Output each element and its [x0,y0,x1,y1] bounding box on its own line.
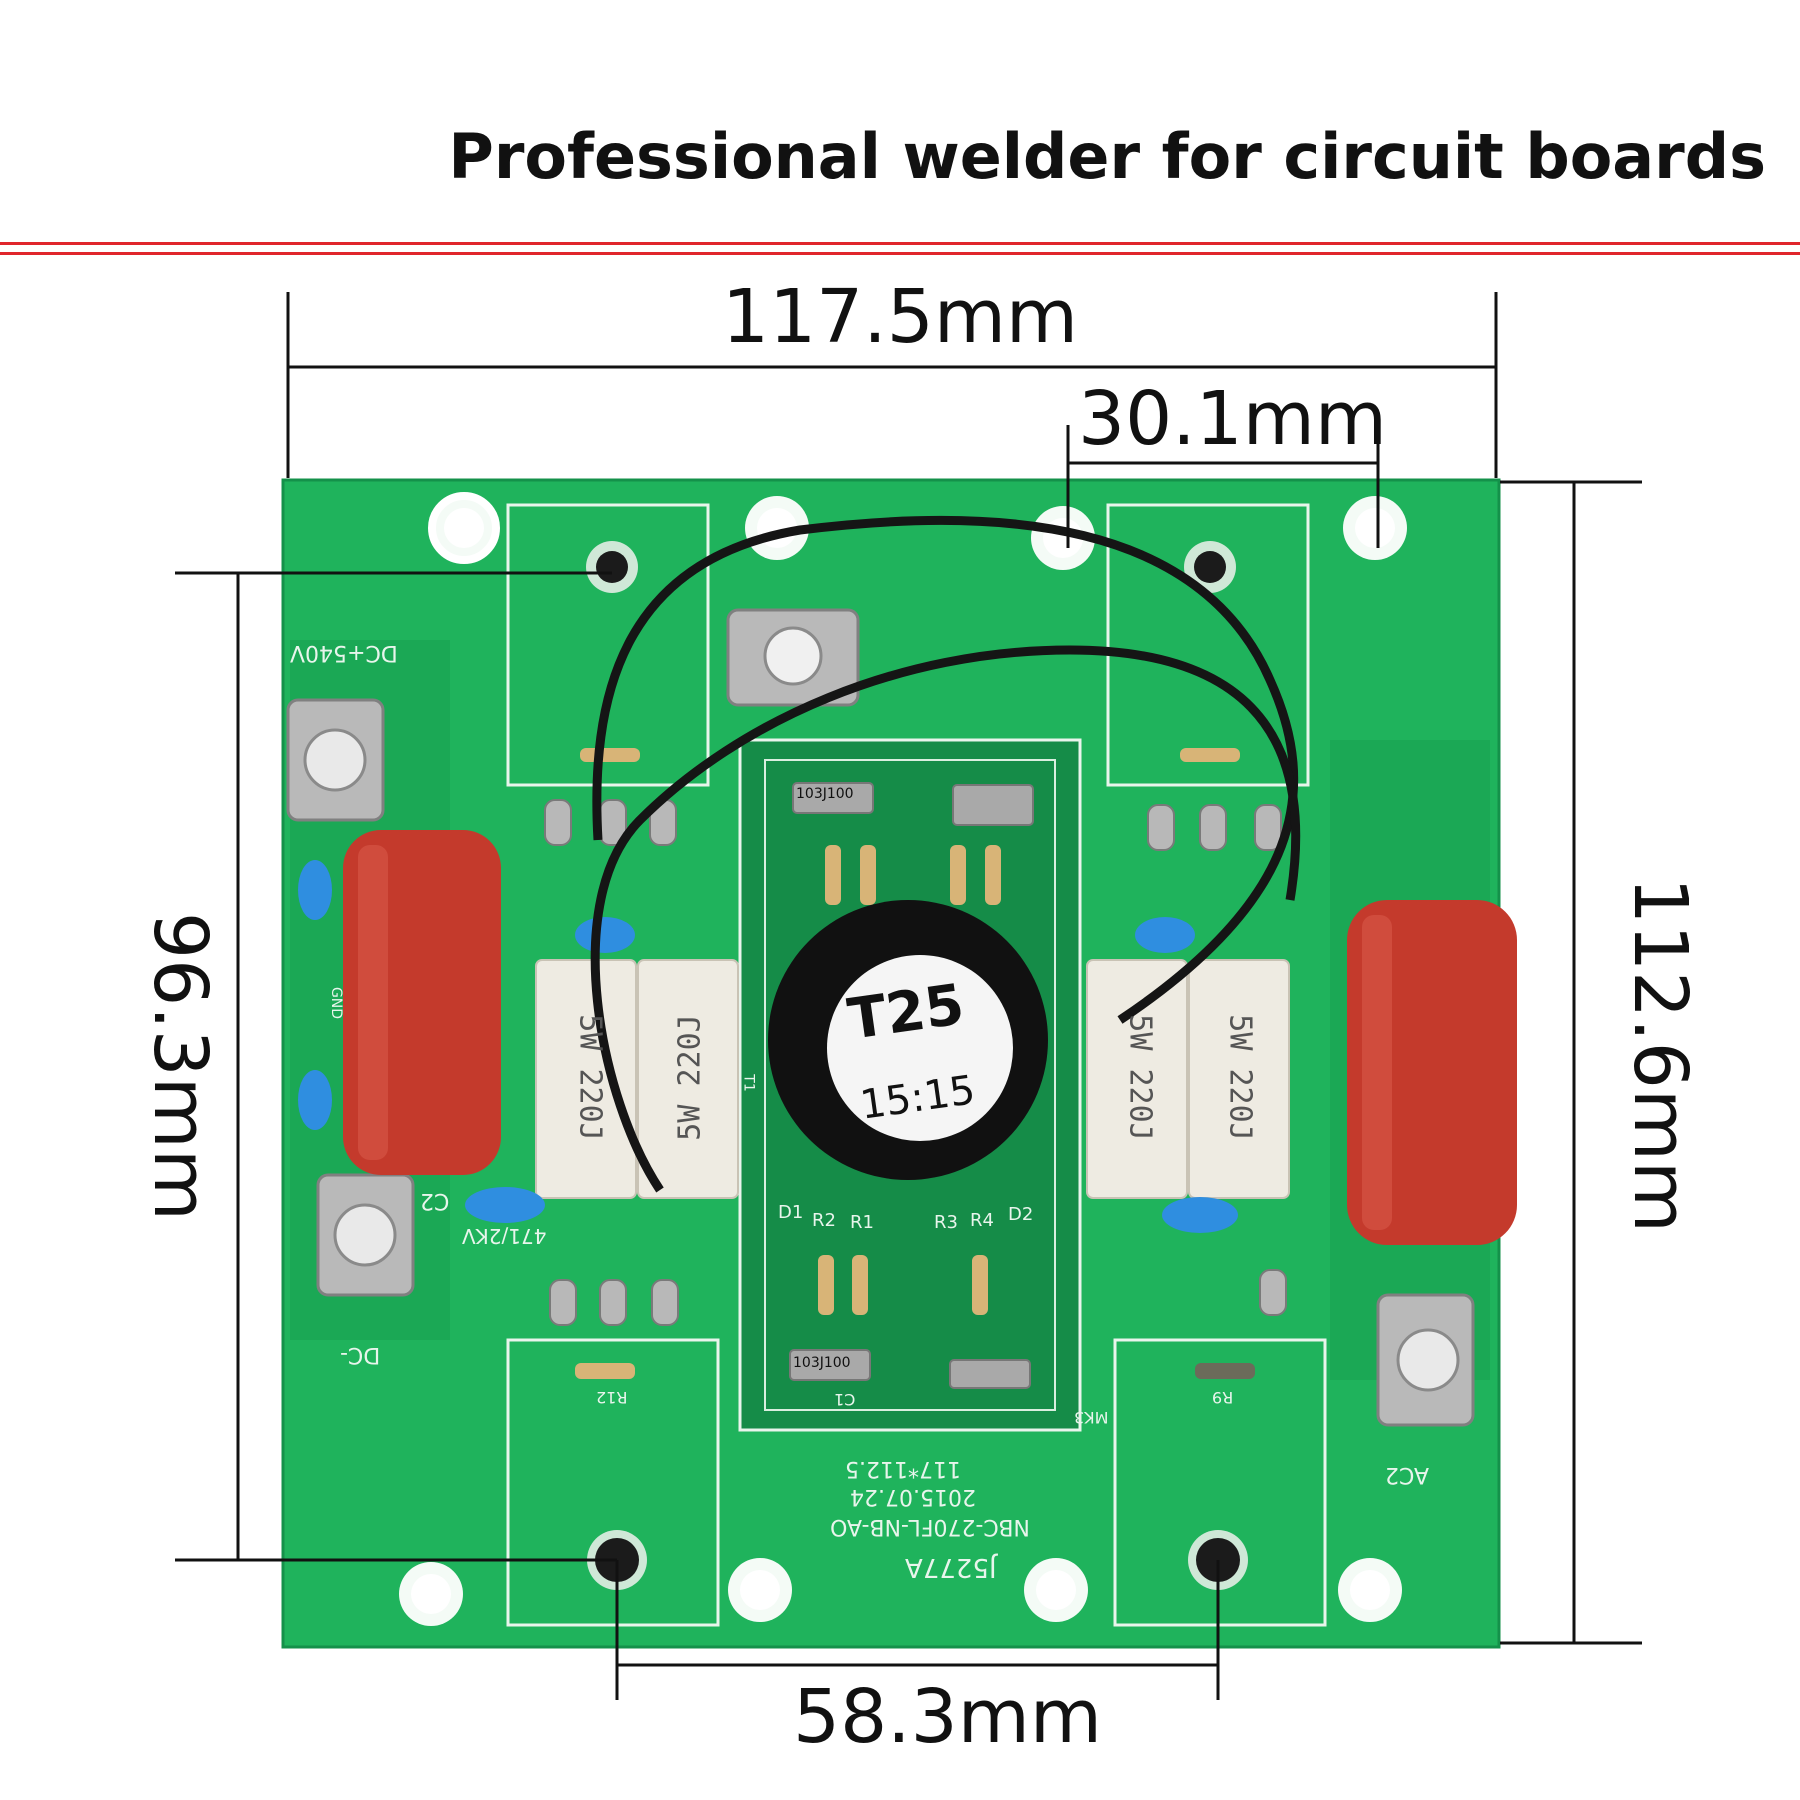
dimension-hole-spacing-top: 30.1mm [1078,376,1387,462]
red-divider-line [0,242,1800,245]
power-resistors [535,959,1290,1199]
wire-loop [592,515,1299,1024]
dimension-height-total: 112.6mm [1617,877,1703,1234]
transistors [544,799,1287,1326]
silk-r3: R3 [934,1212,958,1233]
mounting-holes [399,492,1407,1626]
toroid-transformer [768,900,1048,1180]
axial-resistors [575,748,1255,1379]
dimension-width-total: 117.5mm [722,274,1079,360]
silk-r1: R1 [850,1212,874,1233]
cap-code-2: 103J100 [793,1355,851,1371]
film-capacitors [789,782,1034,1389]
silk-r2: R2 [812,1210,836,1231]
wire-loop-2 [590,645,1301,1193]
cap-code-1: 103J100 [796,786,854,802]
headline: Professional welder for circuit boards [448,120,1766,193]
red-divider-line-2 [0,252,1800,255]
red-capacitors [343,830,1517,1245]
screw-terminals [286,608,1475,1427]
dimension-height-left: 96.3mm [137,912,223,1221]
dimension-hole-spacing-bottom: 58.3mm [793,1674,1102,1760]
silk-r4: R4 [970,1210,994,1231]
blue-capacitors [298,860,1238,1233]
silk-d1: D1 [778,1202,804,1223]
silk-d2: D2 [1008,1204,1034,1225]
